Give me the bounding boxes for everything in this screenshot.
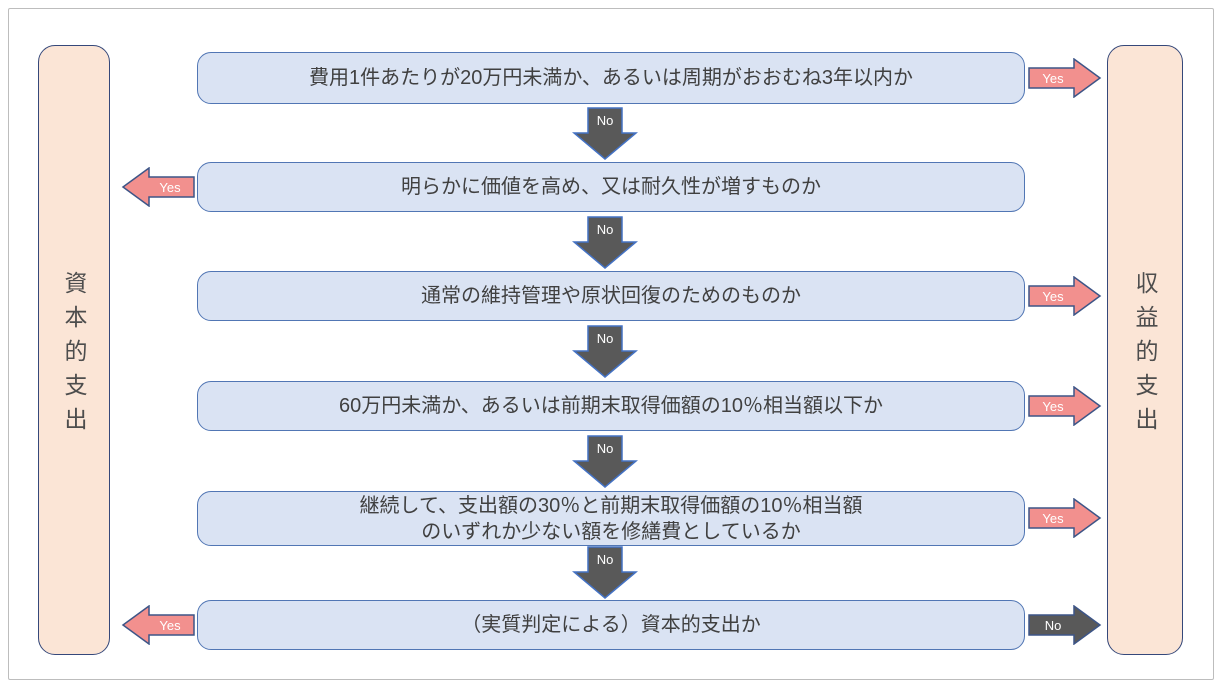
down-arrow-no-3: No	[572, 325, 638, 378]
question-text-6: （実質判定による）資本的支出か	[461, 614, 761, 636]
capital-expenditure-bar: 資本的支出	[38, 45, 110, 655]
yes-arrow-shape	[1028, 498, 1102, 538]
yes-arrow-shape	[121, 605, 195, 645]
question-box-5: 継続して、支出額の30％と前期末取得価額の10％相当額 のいずれか少ない額を修繕…	[197, 491, 1025, 546]
down-arrow-shape	[572, 546, 638, 599]
yes-arrow-right-3: Yes	[1028, 276, 1102, 316]
down-arrow-no-1: No	[572, 107, 638, 160]
revenue-expenditure-bar: 収益的支出	[1107, 45, 1183, 655]
down-arrow-label: No	[597, 222, 614, 237]
yes-arrow-left-2: Yes	[121, 167, 195, 207]
question-text-4: 60万円未満か、あるいは前期末取得価額の10％相当額以下か	[338, 395, 884, 417]
down-arrow-label: No	[597, 113, 614, 128]
question-box-1: 費用1件あたりが20万円未満か、あるいは周期がおおむね3年以内か	[197, 52, 1025, 104]
down-arrow-no-4: No	[572, 435, 638, 488]
question-text-1: 費用1件あたりが20万円未満か、あるいは周期がおおむね3年以内か	[308, 67, 914, 89]
question-box-2: 明らかに価値を高め、又は耐久性が増すものか	[197, 162, 1025, 212]
yes-arrow-shape	[121, 167, 195, 207]
yes-arrow-label: Yes	[1042, 399, 1064, 414]
yes-arrow-shape	[1028, 58, 1102, 98]
question-box-4: 60万円未満か、あるいは前期末取得価額の10％相当額以下か	[197, 381, 1025, 431]
question-box-3: 通常の維持管理や原状回復のためのものか	[197, 271, 1025, 321]
no-arrow-right-6: No	[1028, 605, 1102, 645]
yes-arrow-left-6: Yes	[121, 605, 195, 645]
down-arrow-label: No	[597, 441, 614, 456]
down-arrow-shape	[572, 216, 638, 269]
yes-arrow-right-4: Yes	[1028, 386, 1102, 426]
yes-arrow-right-5: Yes	[1028, 498, 1102, 538]
down-arrow-no-2: No	[572, 216, 638, 269]
yes-arrow-label: Yes	[1042, 511, 1064, 526]
question-text-2: 明らかに価値を高め、又は耐久性が増すものか	[401, 176, 821, 198]
yes-arrow-shape	[1028, 386, 1102, 426]
down-arrow-shape	[572, 435, 638, 488]
question-text-5: 継続して、支出額の30％と前期末取得価額の10％相当額 のいずれか少ない額を修繕…	[359, 494, 863, 543]
yes-arrow-label: Yes	[159, 618, 181, 633]
question-text-3: 通常の維持管理や原状回復のためのものか	[421, 285, 801, 307]
yes-arrow-right-1: Yes	[1028, 58, 1102, 98]
no-arrow-shape	[1028, 605, 1102, 645]
yes-arrow-shape	[1028, 276, 1102, 316]
yes-arrow-label: Yes	[159, 180, 181, 195]
yes-arrow-label: Yes	[1042, 289, 1064, 304]
question-box-6: （実質判定による）資本的支出か	[197, 600, 1025, 650]
capital-expenditure-label: 資本的支出	[61, 270, 87, 441]
diagram-frame	[8, 8, 1214, 680]
yes-arrow-label: Yes	[1042, 71, 1064, 86]
down-arrow-shape	[572, 325, 638, 378]
no-arrow-label: No	[1045, 618, 1062, 633]
revenue-expenditure-label: 収益的支出	[1132, 270, 1158, 441]
down-arrow-label: No	[597, 331, 614, 346]
down-arrow-no-5: No	[572, 546, 638, 599]
down-arrow-shape	[572, 107, 638, 160]
down-arrow-label: No	[597, 552, 614, 567]
